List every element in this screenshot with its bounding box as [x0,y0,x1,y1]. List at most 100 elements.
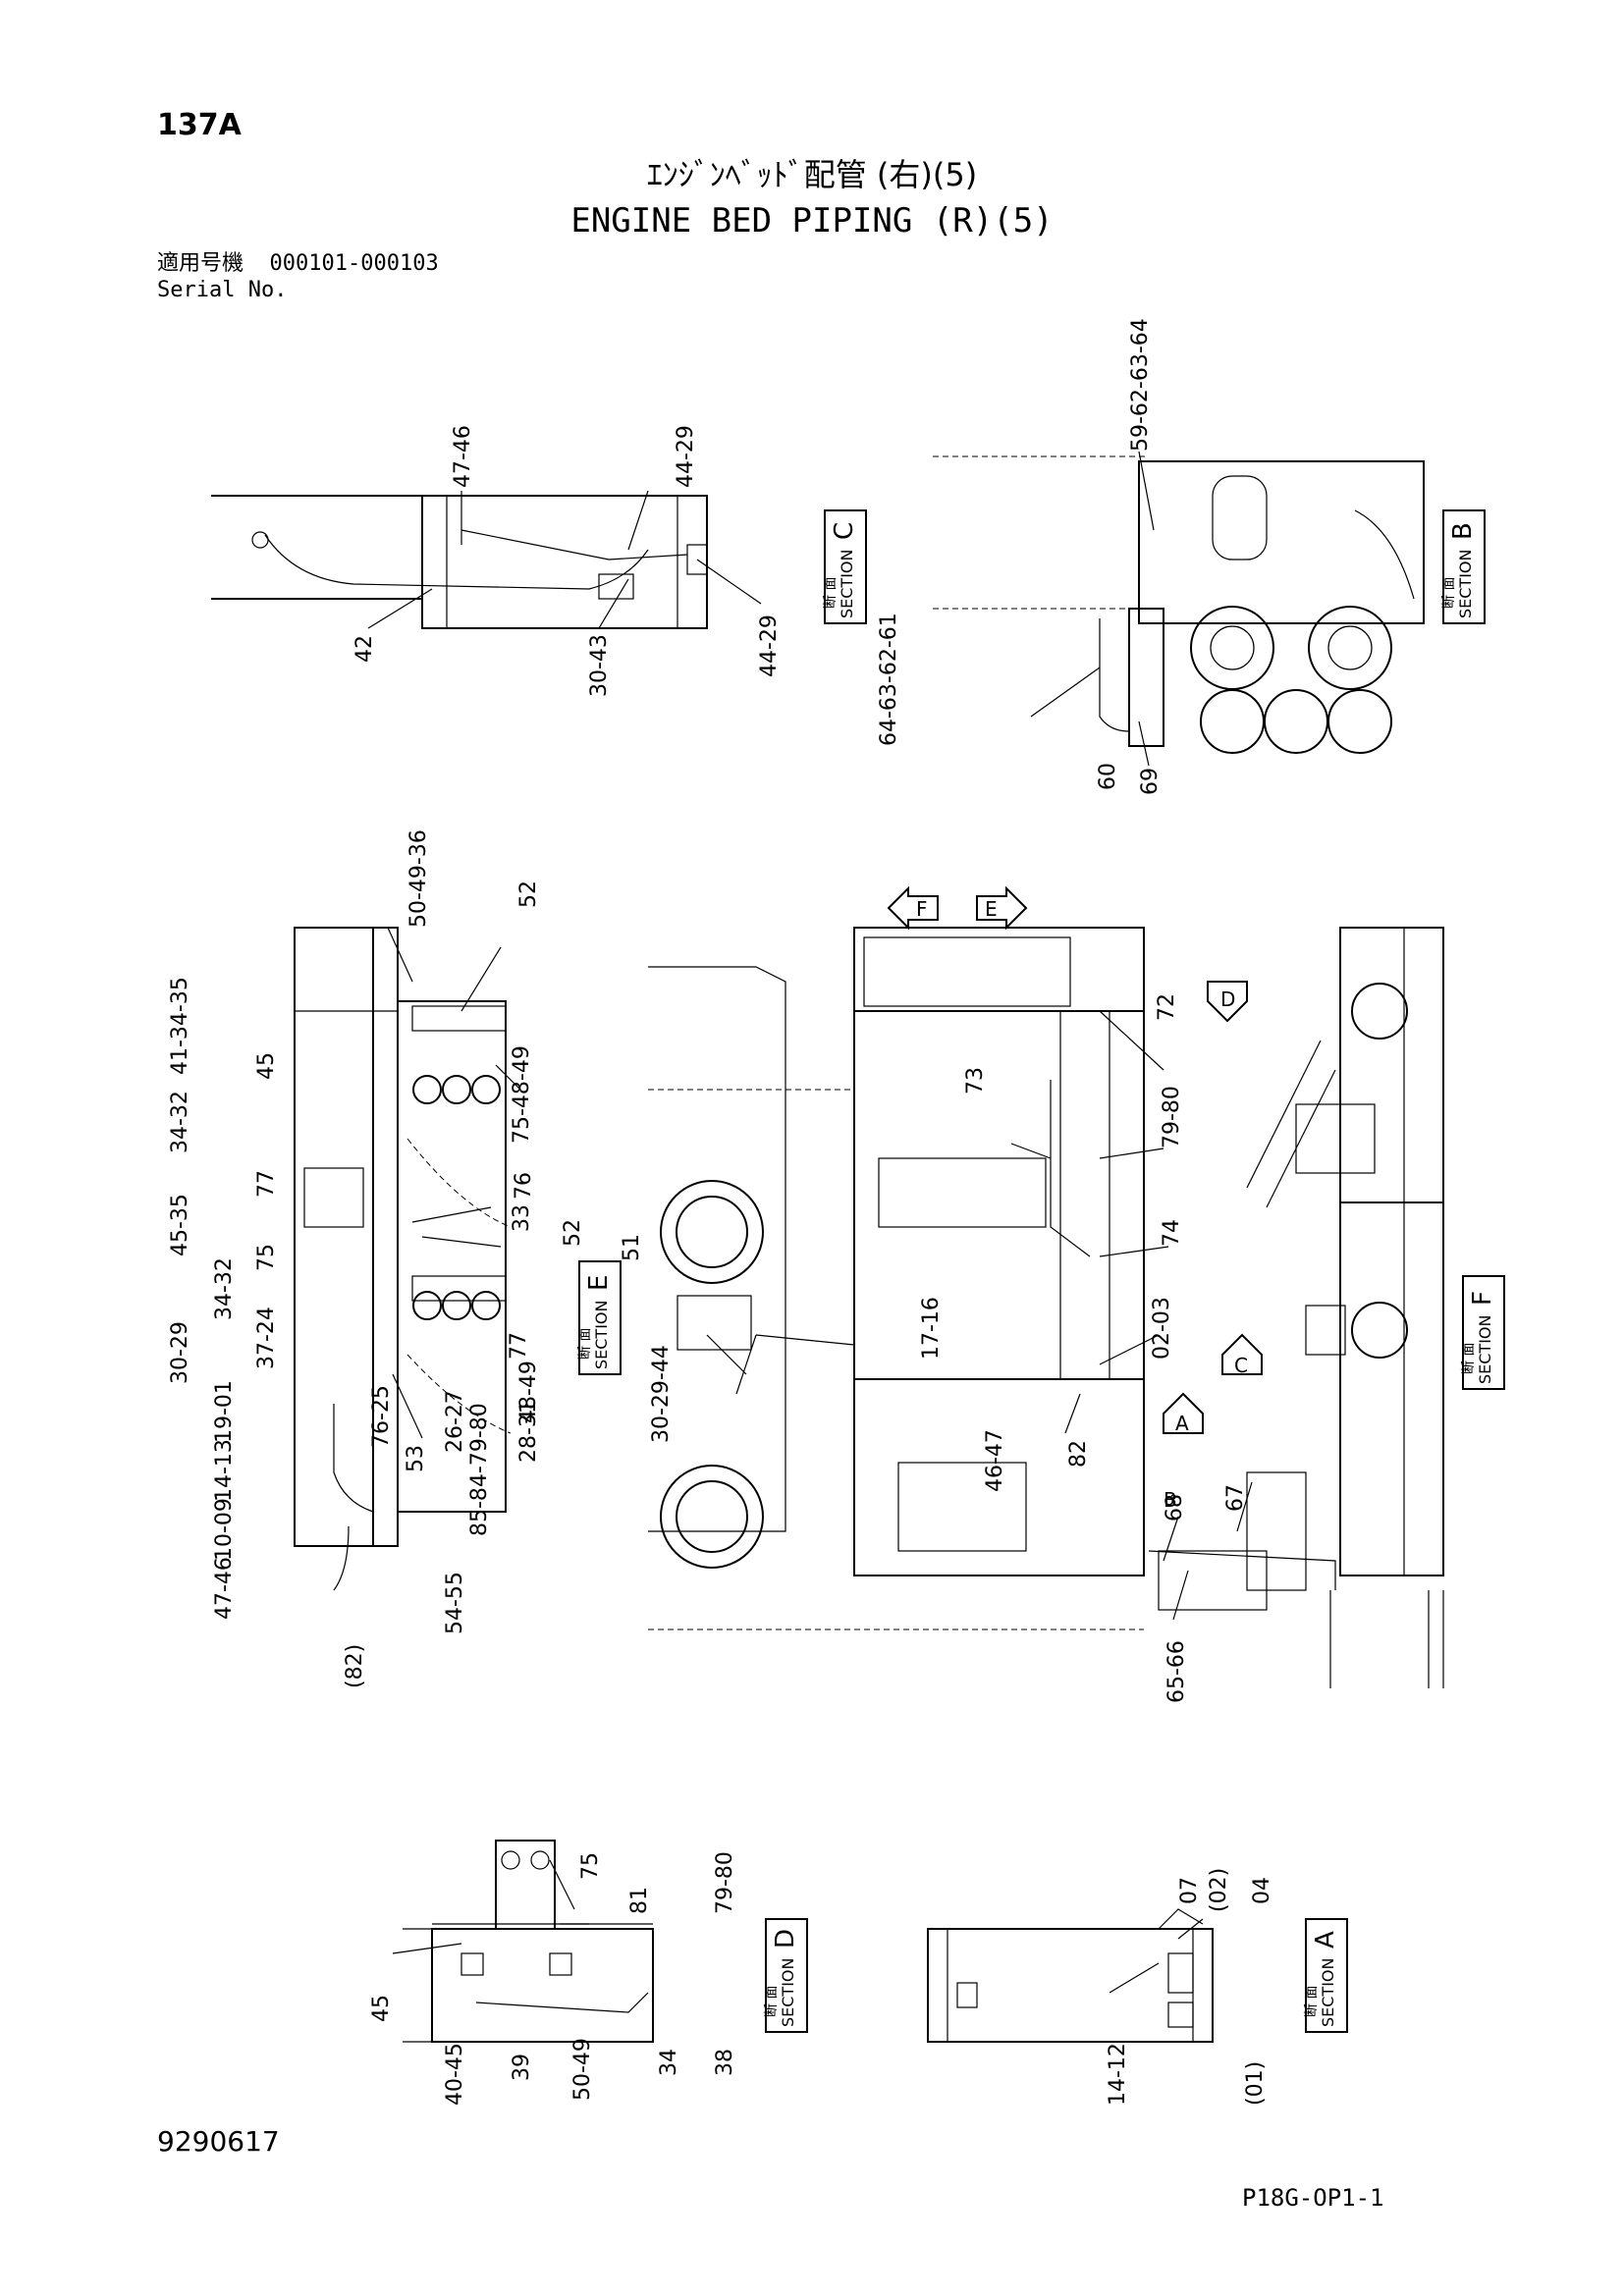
callout: 75 [254,1244,279,1271]
callout: 75-48-49 [510,1045,534,1144]
callout: 52 [516,881,541,908]
sheet-reference: P18G-OP1-1 [1242,2184,1384,2212]
leader-lines [367,451,1253,1994]
callout: 82 [1066,1440,1091,1468]
document-number: 9290617 [157,2125,280,2158]
callout: 50-49 [570,2038,595,2101]
callout: 59-62-63-64 [1128,318,1153,452]
callout: 85-84-79-80 [467,1403,492,1536]
arrow-c-letter: C [1234,1354,1248,1377]
callout: 51 [620,1234,644,1261]
callout: (01) [1243,2061,1268,2106]
callout: 79-80 [1160,1086,1184,1148]
callout: 45 [254,1052,279,1080]
callout: 30-29 [168,1321,192,1384]
callout: 69 [1138,768,1163,795]
callout: 42 [352,635,377,663]
serial-line-jp: 適用号機 000101-000103 [157,250,439,277]
callout: 34 [657,2049,681,2076]
section-b-kanji: 断 面 [1441,577,1457,609]
callout: 28-31 [516,1400,541,1463]
view-section-d [403,1840,654,2043]
callout: 02-03 [1150,1297,1174,1360]
title-english: ENGINE BED PIPING (R)(5) [570,201,1054,240]
arrow-view-c: C [1221,1333,1263,1377]
arrow-e-letter: E [985,897,998,921]
section-f-kanji: 断 面 [1461,1343,1477,1374]
view-section-c [211,495,708,629]
section-box-b: SECTION B 断 面 [1441,509,1486,624]
callout: 48-49 [516,1361,541,1423]
callout: 38 [713,2049,737,2076]
section-c-letter: C [830,522,859,540]
section-f-letter: F [1468,1291,1497,1306]
section-f-word: SECTION [1476,1315,1494,1385]
section-d-letter: D [771,1929,800,1949]
callout: 52 [561,1219,585,1247]
callout: (82) [343,1644,367,1688]
callout: 17-16 [919,1297,944,1360]
callouts: 47-46 44-29 42 30-43 44-29 59-62-63-64 6… [168,318,1274,2106]
callout: 30-29-44 [649,1345,674,1443]
callout: 65-66 [1164,1640,1189,1703]
section-a-word: SECTION [1319,1958,1337,2028]
serial-block: 適用号機 000101-000103 Serial No. [157,250,439,303]
section-a-kanji: 断 面 [1304,1986,1320,2017]
callout: 30-43 [587,634,612,697]
callout: 34-32 [168,1091,192,1153]
title-japanese: ｴﾝｼﾞﾝﾍﾞｯﾄﾞ配管 (右)(5) [646,156,978,193]
callout: 72 [1155,993,1179,1021]
arrow-view-a: A [1163,1392,1204,1435]
callout: 64-63-62-61 [877,613,901,746]
section-box-d: SECTION D 断 面 [764,1918,808,2033]
callout: 81 [627,1887,652,1914]
section-a-letter: A [1311,1931,1340,1949]
serial-label-en: Serial No. [157,278,288,302]
arrow-d-letter: D [1220,988,1235,1011]
callout: 77 [507,1332,531,1360]
callout: 26-27 [443,1390,467,1453]
callout: 46-47 [983,1429,1007,1492]
arrow-view-b: B [1164,1488,1177,1512]
section-c-kanji: 断 面 [823,577,839,609]
arrow-a-letter: A [1175,1412,1189,1435]
callout: 04 [1250,1877,1274,1904]
section-e-word: SECTION [592,1301,611,1370]
arrow-view-d: D [1207,981,1248,1023]
callout: 40-45 [443,2043,467,2106]
serial-label-jp: 適用号機 [157,251,244,276]
view-section-e [294,927,512,1591]
callout: 67 [1223,1484,1248,1512]
arrow-view-f: F [887,885,939,931]
section-b-letter: B [1448,522,1478,540]
callout: 33 [510,1204,534,1232]
callout: 44-29 [674,425,698,488]
section-d-kanji: 断 面 [764,1986,780,2017]
callout: 45-35 [168,1194,192,1256]
callout: 73 [963,1067,988,1095]
arrow-view-e: E [976,885,1028,931]
callout: 10-09 [212,1498,237,1561]
callout: 44-29 [757,614,782,677]
section-box-e: SECTION E 断 面 [577,1260,622,1375]
callout: 14-12 [1106,2043,1130,2106]
callout: 07 [1177,1877,1202,1904]
callout: 68 [1163,1494,1187,1522]
section-b-word: SECTION [1456,550,1475,619]
callout: 37-24 [254,1307,279,1369]
callout: 14-13 [212,1439,237,1502]
callout: 50-49-36 [406,829,431,928]
callout: 47-46 [212,1557,237,1620]
callout: (02) [1207,1868,1231,1912]
serial-range: 000101-000103 [269,251,439,276]
callout: 54-55 [443,1572,467,1634]
callout: 60 [1096,763,1120,790]
callout: 76 [512,1172,536,1200]
callout: 39 [510,2054,534,2081]
callout: 45 [369,1995,394,2022]
section-e-letter: E [584,1275,614,1291]
callout: 75 [578,1852,603,1880]
view-section-f [1246,927,1444,1688]
callout: 74 [1160,1219,1184,1247]
